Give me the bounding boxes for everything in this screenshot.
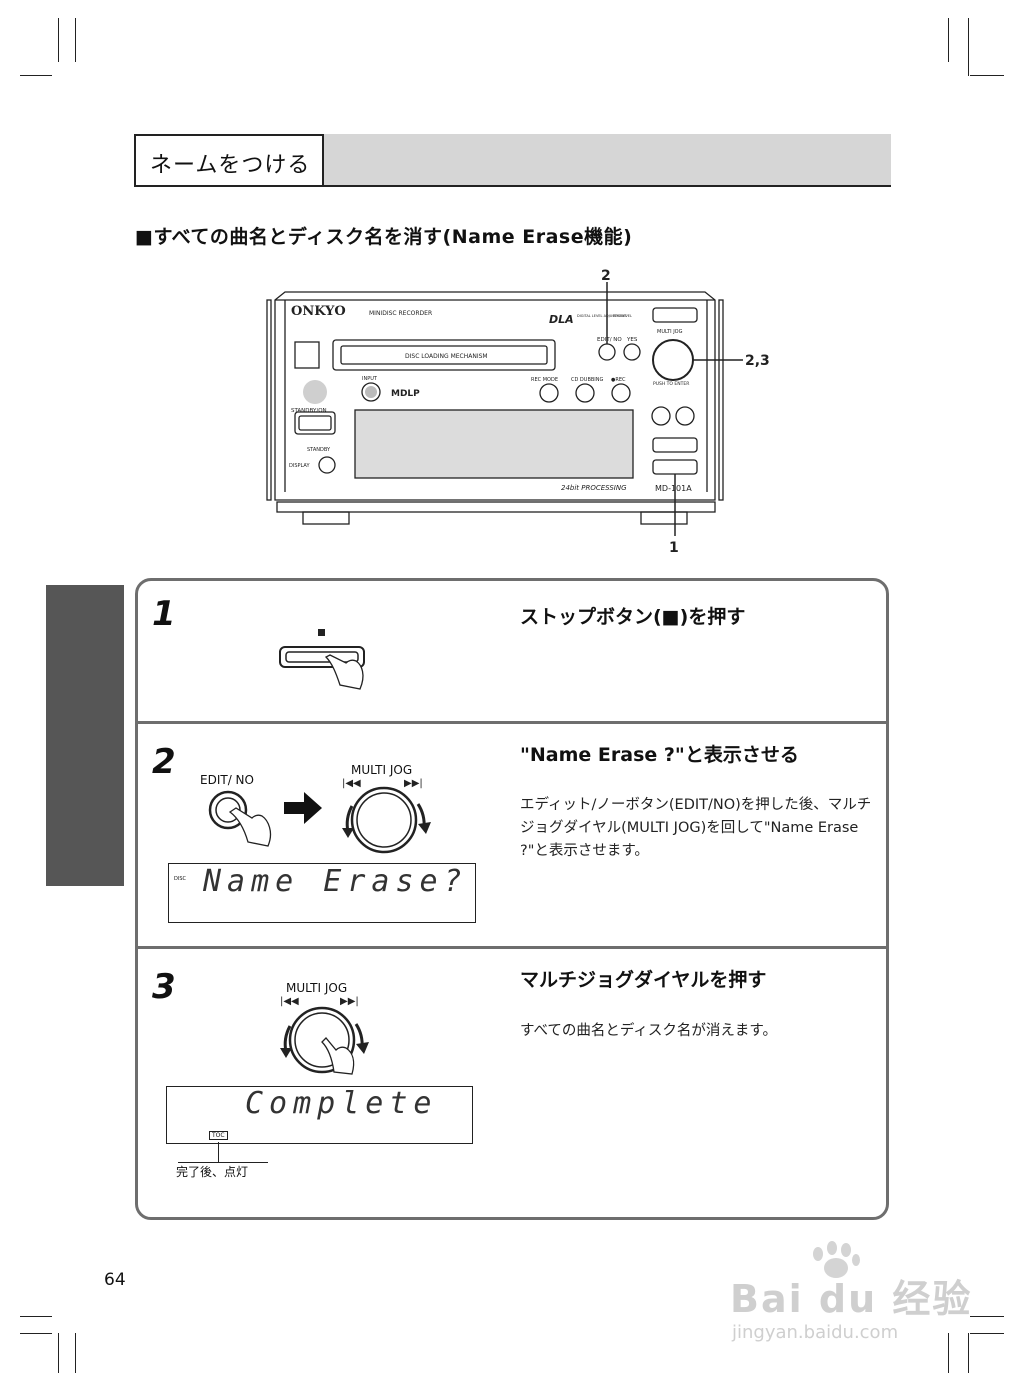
step-3-title: マルチジョグダイヤルを押す bbox=[520, 969, 767, 991]
subheading: ■すべての曲名とディスク名を消す(Name Erase機能) bbox=[135, 226, 633, 248]
step-3-description: すべての曲名とディスク名が消えます。 bbox=[520, 1023, 777, 1039]
step-2-title: "Name Erase ?"と表示させる bbox=[520, 744, 799, 766]
multi-jog-press-illustration: |◀◀ ▶▶| bbox=[280, 996, 369, 1075]
step-1-number: 1 bbox=[152, 594, 176, 634]
watermark-brand: Bai du 经验 bbox=[730, 1277, 973, 1321]
step-2-description: エディット/ノーボタン(EDIT/NO)を押した後、マルチジョグダイヤル(MUL… bbox=[520, 797, 872, 859]
lcd-display-name-erase: DISC Name Erase? bbox=[168, 863, 476, 923]
toc-callout-line bbox=[218, 1142, 219, 1162]
device-processing-label: 24bit PROCESSING bbox=[561, 484, 627, 492]
device-push-to-enter-label: PUSH TO ENTER bbox=[653, 381, 689, 387]
baidu-watermark: Bai du 经验 jingyan.baidu.com bbox=[730, 1240, 970, 1350]
device-rec-level-label: REC LEVEL bbox=[613, 314, 632, 318]
step-divider bbox=[137, 946, 887, 949]
step-divider bbox=[137, 721, 887, 724]
lcd-text-name-erase: Name Erase? bbox=[203, 864, 468, 899]
device-type-label: MINIDISC RECORDER bbox=[369, 310, 432, 317]
stop-button-illustration bbox=[279, 629, 365, 690]
crop-mark bbox=[970, 1316, 1004, 1317]
paw-icon bbox=[813, 1241, 860, 1278]
lcd-display-complete: Complete TOC bbox=[166, 1086, 473, 1144]
device-multi-jog-label: MULTI JOG bbox=[657, 329, 683, 335]
multi-jog-label: MULTI JOG bbox=[351, 763, 413, 777]
device-model-label: MD-101A bbox=[655, 484, 692, 493]
svg-text:▶▶|: ▶▶| bbox=[340, 996, 359, 1007]
section-header-rule bbox=[134, 185, 891, 187]
section-header: ネームをつける bbox=[134, 134, 891, 187]
lcd-text-complete: Complete bbox=[245, 1086, 438, 1121]
device-dla-label: DLA bbox=[549, 313, 574, 326]
page-number: 64 bbox=[104, 1270, 126, 1290]
crop-mark bbox=[75, 18, 76, 62]
callout-right: 2,3 bbox=[745, 353, 770, 369]
device-brand: ONKYO bbox=[291, 304, 346, 319]
device-yes-label: YES bbox=[626, 337, 638, 343]
edit-no-button-illustration bbox=[208, 790, 272, 847]
step-2-number: 2 bbox=[152, 742, 176, 782]
section-header-tab: ネームをつける bbox=[134, 134, 324, 186]
step-1-title: ストップボタン(■)を押す bbox=[520, 606, 746, 628]
device-dla-sub-label: DIGITAL LEVEL ADJUSTMENT bbox=[577, 314, 628, 318]
device-standby-label: STANDBY bbox=[307, 447, 331, 453]
device-mdlp-label: MDLP bbox=[391, 389, 420, 399]
crop-mark bbox=[968, 18, 969, 76]
svg-text:|◀◀: |◀◀ bbox=[280, 996, 299, 1007]
chapter-side-tab bbox=[46, 585, 124, 886]
multi-jog-dial-illustration: |◀◀ ▶▶| bbox=[342, 778, 431, 854]
device-rec-label: ●REC bbox=[611, 377, 626, 383]
multi-jog-label: MULTI JOG bbox=[286, 981, 348, 995]
edit-no-label: EDIT/ NO bbox=[200, 773, 254, 787]
lcd-toc-indicator: TOC bbox=[209, 1131, 228, 1140]
crop-mark bbox=[20, 1316, 52, 1317]
crop-mark bbox=[968, 1333, 969, 1373]
crop-mark bbox=[948, 1333, 949, 1373]
device-input-label: INPUT bbox=[362, 376, 378, 382]
callout-bottom: 1 bbox=[669, 540, 679, 556]
crop-mark bbox=[20, 75, 52, 76]
callout-top: 2 bbox=[601, 268, 611, 284]
device-edit-no-label: EDIT/ NO bbox=[597, 337, 622, 343]
crop-mark bbox=[75, 1333, 76, 1373]
steps-panel bbox=[135, 578, 889, 1220]
device-slot-label: DISC LOADING MECHANISM bbox=[405, 353, 488, 360]
svg-text:▶▶|: ▶▶| bbox=[404, 778, 423, 789]
device-cd-dubbing-label: CD DUBBING bbox=[571, 377, 604, 383]
crop-mark bbox=[58, 1333, 59, 1373]
step-3-number: 3 bbox=[152, 967, 176, 1007]
device-illustration: ONKYO MINIDISC RECORDER DLA DIGITAL LEVE… bbox=[266, 268, 770, 556]
toc-callout-line bbox=[178, 1162, 268, 1163]
lcd-disc-indicator: DISC bbox=[174, 876, 186, 882]
crop-mark bbox=[970, 1333, 1004, 1334]
device-standby-on-label: STANDBY/ON bbox=[291, 408, 327, 414]
arrow-right-icon bbox=[284, 792, 322, 824]
watermark-url: jingyan.baidu.com bbox=[732, 1322, 899, 1343]
crop-mark bbox=[948, 18, 949, 62]
device-display-label: DISPLAY bbox=[289, 463, 310, 469]
svg-text:|◀◀: |◀◀ bbox=[342, 778, 361, 789]
device-rec-mode-label: REC MODE bbox=[531, 377, 558, 383]
crop-mark bbox=[970, 75, 1004, 76]
crop-mark bbox=[58, 18, 59, 62]
section-header-bar bbox=[324, 134, 891, 186]
toc-note: 完了後、点灯 bbox=[176, 1165, 249, 1179]
crop-mark bbox=[20, 1333, 52, 1334]
section-title: ネームをつける bbox=[150, 153, 311, 178]
